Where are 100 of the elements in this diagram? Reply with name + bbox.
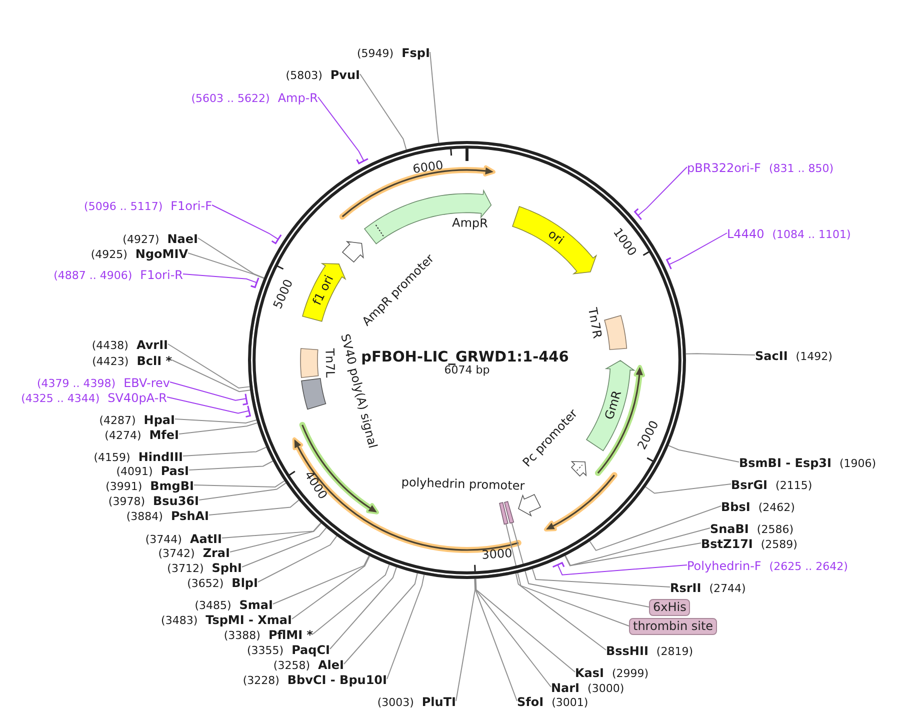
leader-line bbox=[230, 522, 322, 552]
scale-label: 3000 bbox=[480, 546, 512, 562]
leader-line bbox=[474, 578, 552, 688]
enzyme-name: SacII bbox=[755, 348, 788, 364]
cut-site-position: (1492) bbox=[796, 348, 832, 364]
cut-site-position: (4423) bbox=[92, 354, 129, 368]
cut-site-position: (3485) bbox=[194, 598, 232, 612]
scale-label: 5000 bbox=[270, 276, 296, 310]
leader-line bbox=[194, 480, 285, 488]
primer-binding-range: (4325 .. 4344) bbox=[21, 390, 100, 406]
feature-label: Tn7R bbox=[585, 306, 604, 340]
leader-line bbox=[669, 232, 728, 265]
leader-line bbox=[645, 484, 732, 494]
leader-line bbox=[172, 360, 251, 392]
leader-line bbox=[170, 382, 247, 401]
primer-binding-range: (1084 .. 1101) bbox=[772, 226, 851, 242]
leader-line bbox=[188, 252, 264, 279]
enzyme-name: FspI bbox=[402, 46, 430, 60]
enzyme-name: PflMI * bbox=[268, 628, 313, 642]
leader-line bbox=[557, 564, 688, 576]
leader-line bbox=[212, 204, 279, 240]
cut-site-position: (4091) bbox=[116, 464, 153, 478]
leader-line bbox=[208, 500, 300, 516]
leader-line bbox=[242, 527, 327, 568]
plasmid-length: 6074 bp bbox=[444, 364, 490, 378]
cut-site-position: (3003) bbox=[377, 694, 414, 710]
leader-line bbox=[174, 418, 257, 424]
enzyme-name: AvrII bbox=[136, 338, 168, 352]
primer-binding-range: (831 .. 850) bbox=[768, 160, 834, 176]
feature-mark bbox=[498, 502, 508, 525]
leader-line bbox=[292, 556, 370, 620]
leader-line bbox=[258, 536, 338, 582]
feature-mark bbox=[504, 500, 514, 524]
feature-label: f1 ori bbox=[310, 272, 336, 307]
feature-tag: thrombin site bbox=[629, 618, 718, 634]
leader-line bbox=[456, 578, 476, 702]
leader-line bbox=[668, 445, 740, 462]
feature-label: polyhedrin promoter bbox=[401, 475, 525, 493]
cut-site-position: (3388) bbox=[224, 628, 260, 642]
primer-name: L4440 bbox=[727, 226, 764, 242]
leader-line bbox=[222, 522, 322, 538]
cut-site-position: (5803) bbox=[286, 68, 322, 82]
feature-label: Tn7L bbox=[322, 348, 338, 378]
leader-line bbox=[182, 446, 267, 456]
leader-line bbox=[515, 572, 606, 650]
cut-site-position: (3355) bbox=[246, 642, 284, 658]
feature-label: GmR bbox=[602, 389, 624, 422]
cut-site-position: (3228) bbox=[242, 672, 280, 688]
plasmid-name: pFBOH-LIC_GRWD1:1-446 bbox=[361, 350, 569, 366]
cut-site-position: (3978) bbox=[108, 494, 145, 508]
cut-site-position: (2586) bbox=[756, 522, 794, 536]
leader-line bbox=[511, 522, 650, 608]
enzyme-name: ZraI bbox=[202, 546, 230, 560]
enzyme-name: KasI bbox=[575, 666, 604, 680]
cut-site-position: (5949) bbox=[357, 46, 394, 60]
cut-site-position: (3652) bbox=[187, 576, 224, 590]
enzyme-name: SnaBI bbox=[710, 522, 749, 536]
leader-line bbox=[166, 396, 250, 414]
enzyme-name: NgoMIV bbox=[135, 246, 188, 262]
cut-site-position: (4159) bbox=[94, 450, 130, 464]
feature-label: ori bbox=[546, 226, 567, 248]
enzyme-name: SmaI bbox=[239, 598, 273, 612]
primer-name: pBR322ori-F bbox=[687, 160, 761, 176]
cut-site-position: (3000) bbox=[588, 680, 624, 696]
primer-binding-range: (5603 .. 5622) bbox=[191, 90, 270, 106]
cut-site-position: (2115) bbox=[776, 478, 812, 492]
enzyme-name: SfoI bbox=[517, 694, 544, 710]
cut-site-position: (1906) bbox=[839, 456, 876, 470]
leader-line bbox=[168, 344, 250, 389]
leader-line bbox=[198, 238, 264, 278]
enzyme-name: RsrII bbox=[670, 580, 702, 596]
enzyme-name: AleI bbox=[318, 658, 344, 672]
primer-name: SV40pA-R bbox=[108, 390, 167, 406]
enzyme-name: BmgBI bbox=[150, 478, 194, 494]
cut-site-position: (2819) bbox=[656, 644, 693, 658]
enzyme-name: MfeI bbox=[149, 428, 179, 442]
primer-name: F1ori-R bbox=[140, 268, 183, 282]
primer-binding-range: (5096 .. 5117) bbox=[84, 198, 163, 214]
primer-binding-range: (4379 .. 4398) bbox=[37, 376, 116, 390]
cut-site-position: (3001) bbox=[552, 694, 588, 710]
scale-label: 6000 bbox=[412, 158, 444, 176]
enzyme-name: PvuI bbox=[330, 68, 360, 82]
enzyme-name: BstZ17I bbox=[701, 536, 753, 552]
primer-mark bbox=[242, 392, 248, 406]
feature-label: AmpR bbox=[452, 216, 488, 230]
enzyme-name: BlpI bbox=[232, 576, 258, 590]
enzyme-name: HindIII bbox=[138, 450, 183, 464]
primer-name: Polyhedrin-F bbox=[687, 558, 762, 574]
leader-line bbox=[344, 572, 418, 664]
enzyme-name: HpaI bbox=[144, 412, 175, 428]
feature-tag: 6xHis bbox=[649, 598, 690, 616]
enzyme-name: NarI bbox=[551, 680, 580, 696]
cut-site-position: (4927) bbox=[122, 232, 160, 246]
leader-line bbox=[532, 568, 670, 588]
scale-label: 2000 bbox=[634, 418, 662, 452]
leader-line bbox=[188, 460, 274, 470]
cut-site-position: (3744) bbox=[145, 532, 182, 546]
leader-line bbox=[360, 74, 407, 150]
leader-line bbox=[430, 52, 440, 144]
leader-line bbox=[474, 578, 518, 702]
